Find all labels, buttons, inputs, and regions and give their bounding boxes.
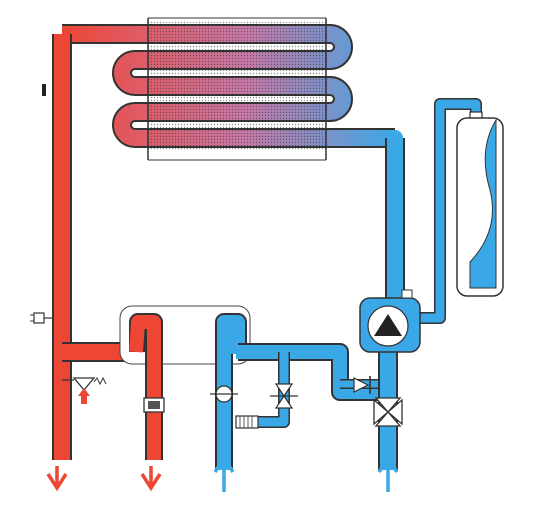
return-line — [236, 98, 482, 470]
flow-meter — [143, 397, 165, 413]
expansion-water — [469, 118, 497, 289]
heating-outlet-arrow — [46, 466, 68, 492]
relief-arrow-icon — [78, 388, 90, 396]
dhw-hot-line — [129, 313, 163, 460]
check-valve — [353, 376, 371, 394]
plug-sensor-icon — [33, 312, 45, 324]
circulation-pump — [359, 289, 421, 353]
fill-valve — [270, 383, 298, 409]
filter — [235, 415, 259, 429]
fin-block — [148, 22, 326, 150]
heat-exchanger — [62, 17, 395, 161]
safety-valve — [62, 376, 107, 404]
temperature-sensor — [30, 84, 54, 324]
three-way-valve — [373, 397, 403, 427]
expansion-vessel — [456, 111, 504, 297]
flow-switch — [210, 385, 238, 403]
dhw-outlet-arrow — [140, 466, 162, 492]
check-valve-icon — [353, 377, 370, 393]
cold-inlet-arrow — [213, 454, 235, 492]
three-way-valve-icon — [374, 397, 402, 413]
heating-return-arrow — [377, 454, 399, 492]
strainer-icon — [235, 415, 259, 429]
gate-valve-icon — [274, 383, 294, 398]
hot-flow-line — [52, 26, 138, 460]
